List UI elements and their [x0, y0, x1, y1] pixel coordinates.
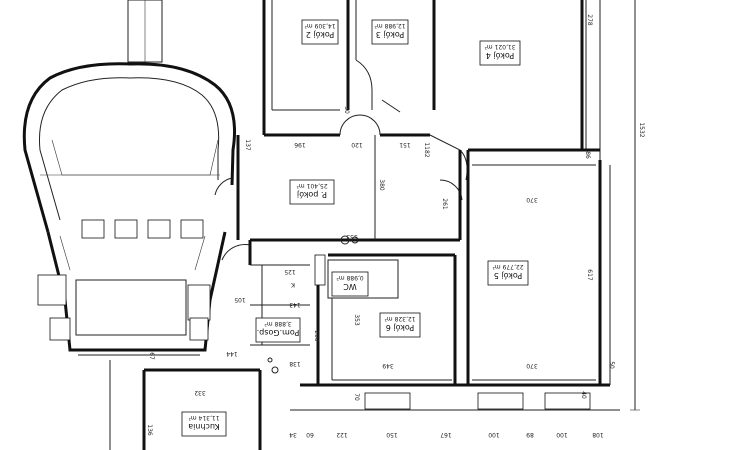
room-label-pokoj4: Pokój 4 31,021 m²: [479, 40, 521, 66]
dim-100-a: 100: [488, 431, 500, 438]
dim-332: 332: [194, 389, 206, 396]
dim-370-bottom: 370: [526, 362, 538, 369]
dim-k: K: [290, 281, 295, 288]
dim-100-b: 100: [556, 431, 568, 438]
dim-137: 137: [244, 139, 251, 151]
kuchnia-name: Kuchnia: [188, 422, 220, 431]
dim-1182: 1182: [423, 142, 430, 157]
dim-353: 353: [353, 314, 360, 326]
dim-553: 553: [346, 233, 358, 240]
lower-left-structure: [37, 231, 227, 356]
pokoj3-name: Pokój 3: [376, 30, 405, 40]
pomgosp-name: Pom.Gosp.: [257, 328, 300, 337]
dim-86: 86: [584, 151, 591, 159]
pokoj3-area: 12,988 m²: [374, 22, 406, 29]
pokoj6-name: Pokój 6: [386, 323, 415, 333]
dimension-labels: 1532 30 196 120 151 1182 380 261 370 617…: [146, 14, 645, 438]
dim-60: 60: [306, 431, 314, 438]
dim-67: 67: [148, 352, 155, 360]
top-rooms: [262, 0, 601, 160]
pokoj5-area: 22,779 m²: [492, 263, 524, 270]
pokoj2-name: Pokój 2: [306, 30, 335, 40]
door-swings: [214, 99, 468, 261]
rounded-bay: [22, 62, 237, 233]
dim-617: 617: [586, 269, 593, 281]
room-label-pokoj5: Pokój 5 22,779 m²: [487, 260, 529, 286]
room-label-pokoj3: Pokój 3 12,988 m²: [371, 19, 409, 45]
dim-380: 380: [378, 179, 385, 191]
dim-34: 34: [289, 431, 297, 438]
wc-area: 0,988 m²: [336, 274, 364, 281]
pokoj4-name: Pokój 4: [486, 51, 515, 61]
dim-108: 108: [592, 431, 604, 438]
dim-349: 349: [382, 362, 394, 369]
dim-125: 125: [284, 268, 296, 275]
room-label-kuchnia: Kuchnia 11,314 m²: [181, 411, 227, 437]
wc-name: WC: [343, 282, 357, 291]
fixtures: [267, 235, 359, 374]
dim-261: 261: [441, 198, 448, 210]
dim-120: 120: [351, 141, 363, 148]
dim-196: 196: [294, 141, 306, 148]
room-label-pokoj2: Pokój 2 14,309 m²: [301, 19, 339, 45]
dim-167: 167: [440, 431, 452, 438]
dim-70: 70: [353, 393, 360, 401]
pomgosp-area: 3,888 m²: [264, 320, 292, 327]
dim-136: 136: [146, 424, 153, 436]
dim-150: 150: [386, 431, 398, 438]
dim-122: 122: [336, 431, 348, 438]
dim-40: 40: [580, 391, 587, 399]
dim-370-top: 370: [526, 196, 538, 203]
ppokoj-name: P. pokój: [297, 190, 327, 200]
bay-windows: [81, 219, 204, 239]
pokoj4-area: 31,021 m²: [484, 43, 516, 50]
chimney: [127, 0, 163, 63]
room-label-pomgosp: Pom.Gosp. 3,888 m²: [255, 317, 301, 343]
outer-dimension-lines: [609, 0, 640, 411]
room-label-wc: WC 0,988 m²: [331, 271, 369, 297]
central-walls: [236, 135, 602, 385]
dim-200: 200: [313, 330, 320, 342]
pokoj6-area: 12,328 m²: [384, 315, 416, 322]
dim-50: 50: [608, 361, 615, 369]
dim-1532: 1532: [638, 122, 645, 137]
dim-138: 138: [289, 360, 301, 367]
dim-144: 144: [226, 350, 238, 357]
dim-151: 151: [399, 141, 411, 148]
ppokoj-area: 25,401 m²: [296, 182, 328, 189]
dim-30: 30: [343, 106, 350, 114]
dim-278: 278: [586, 14, 593, 26]
dim-89: 89: [526, 431, 534, 438]
kuchnia-area: 11,314 m²: [188, 414, 220, 421]
room-label-pokoj6: Pokój 6 12,328 m²: [379, 312, 421, 338]
dim-143: 143: [289, 301, 301, 308]
dim-105: 105: [234, 296, 246, 303]
pokoj5-name: Pokój 5: [494, 271, 523, 281]
pokoj2-area: 14,309 m²: [304, 22, 336, 29]
room-label-ppokoj: P. pokój 25,401 m²: [289, 179, 335, 205]
